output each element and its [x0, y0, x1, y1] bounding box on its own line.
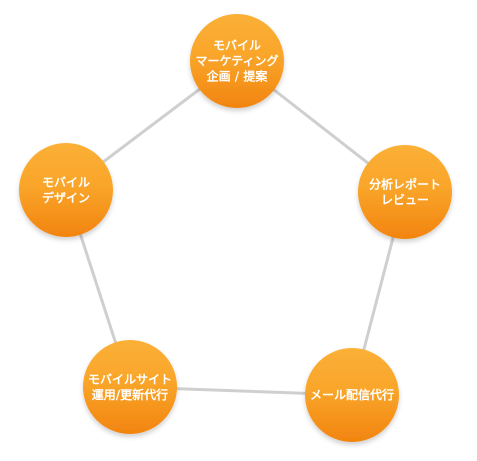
node-mail: メール配信代行	[305, 348, 399, 442]
node-label-planning-line-1: モバイル	[213, 39, 261, 53]
node-label-design-line-2: デザイン	[42, 190, 90, 205]
node-label-operation-line-1: モバイルサイト	[88, 372, 172, 386]
node-label-report-line-2: レビュー	[381, 192, 429, 207]
node-label-operation-line-2: 運用/更新代行	[92, 387, 168, 402]
node-label-design-line-1: モバイル	[42, 175, 90, 189]
node-circle-design	[19, 143, 113, 237]
node-label-mail-line-1: メール配信代行	[310, 387, 394, 402]
node-label-planning-line-3: 企画 / 提案	[206, 69, 269, 84]
node-circle-report	[358, 145, 452, 239]
node-label-planning-line-2: マーケティング	[195, 53, 278, 68]
node-circle-planning	[190, 14, 284, 108]
node-circle-operation	[83, 340, 177, 434]
node-label-report-line-1: 分析レポート	[369, 176, 441, 191]
node-circle-mail	[305, 348, 399, 442]
